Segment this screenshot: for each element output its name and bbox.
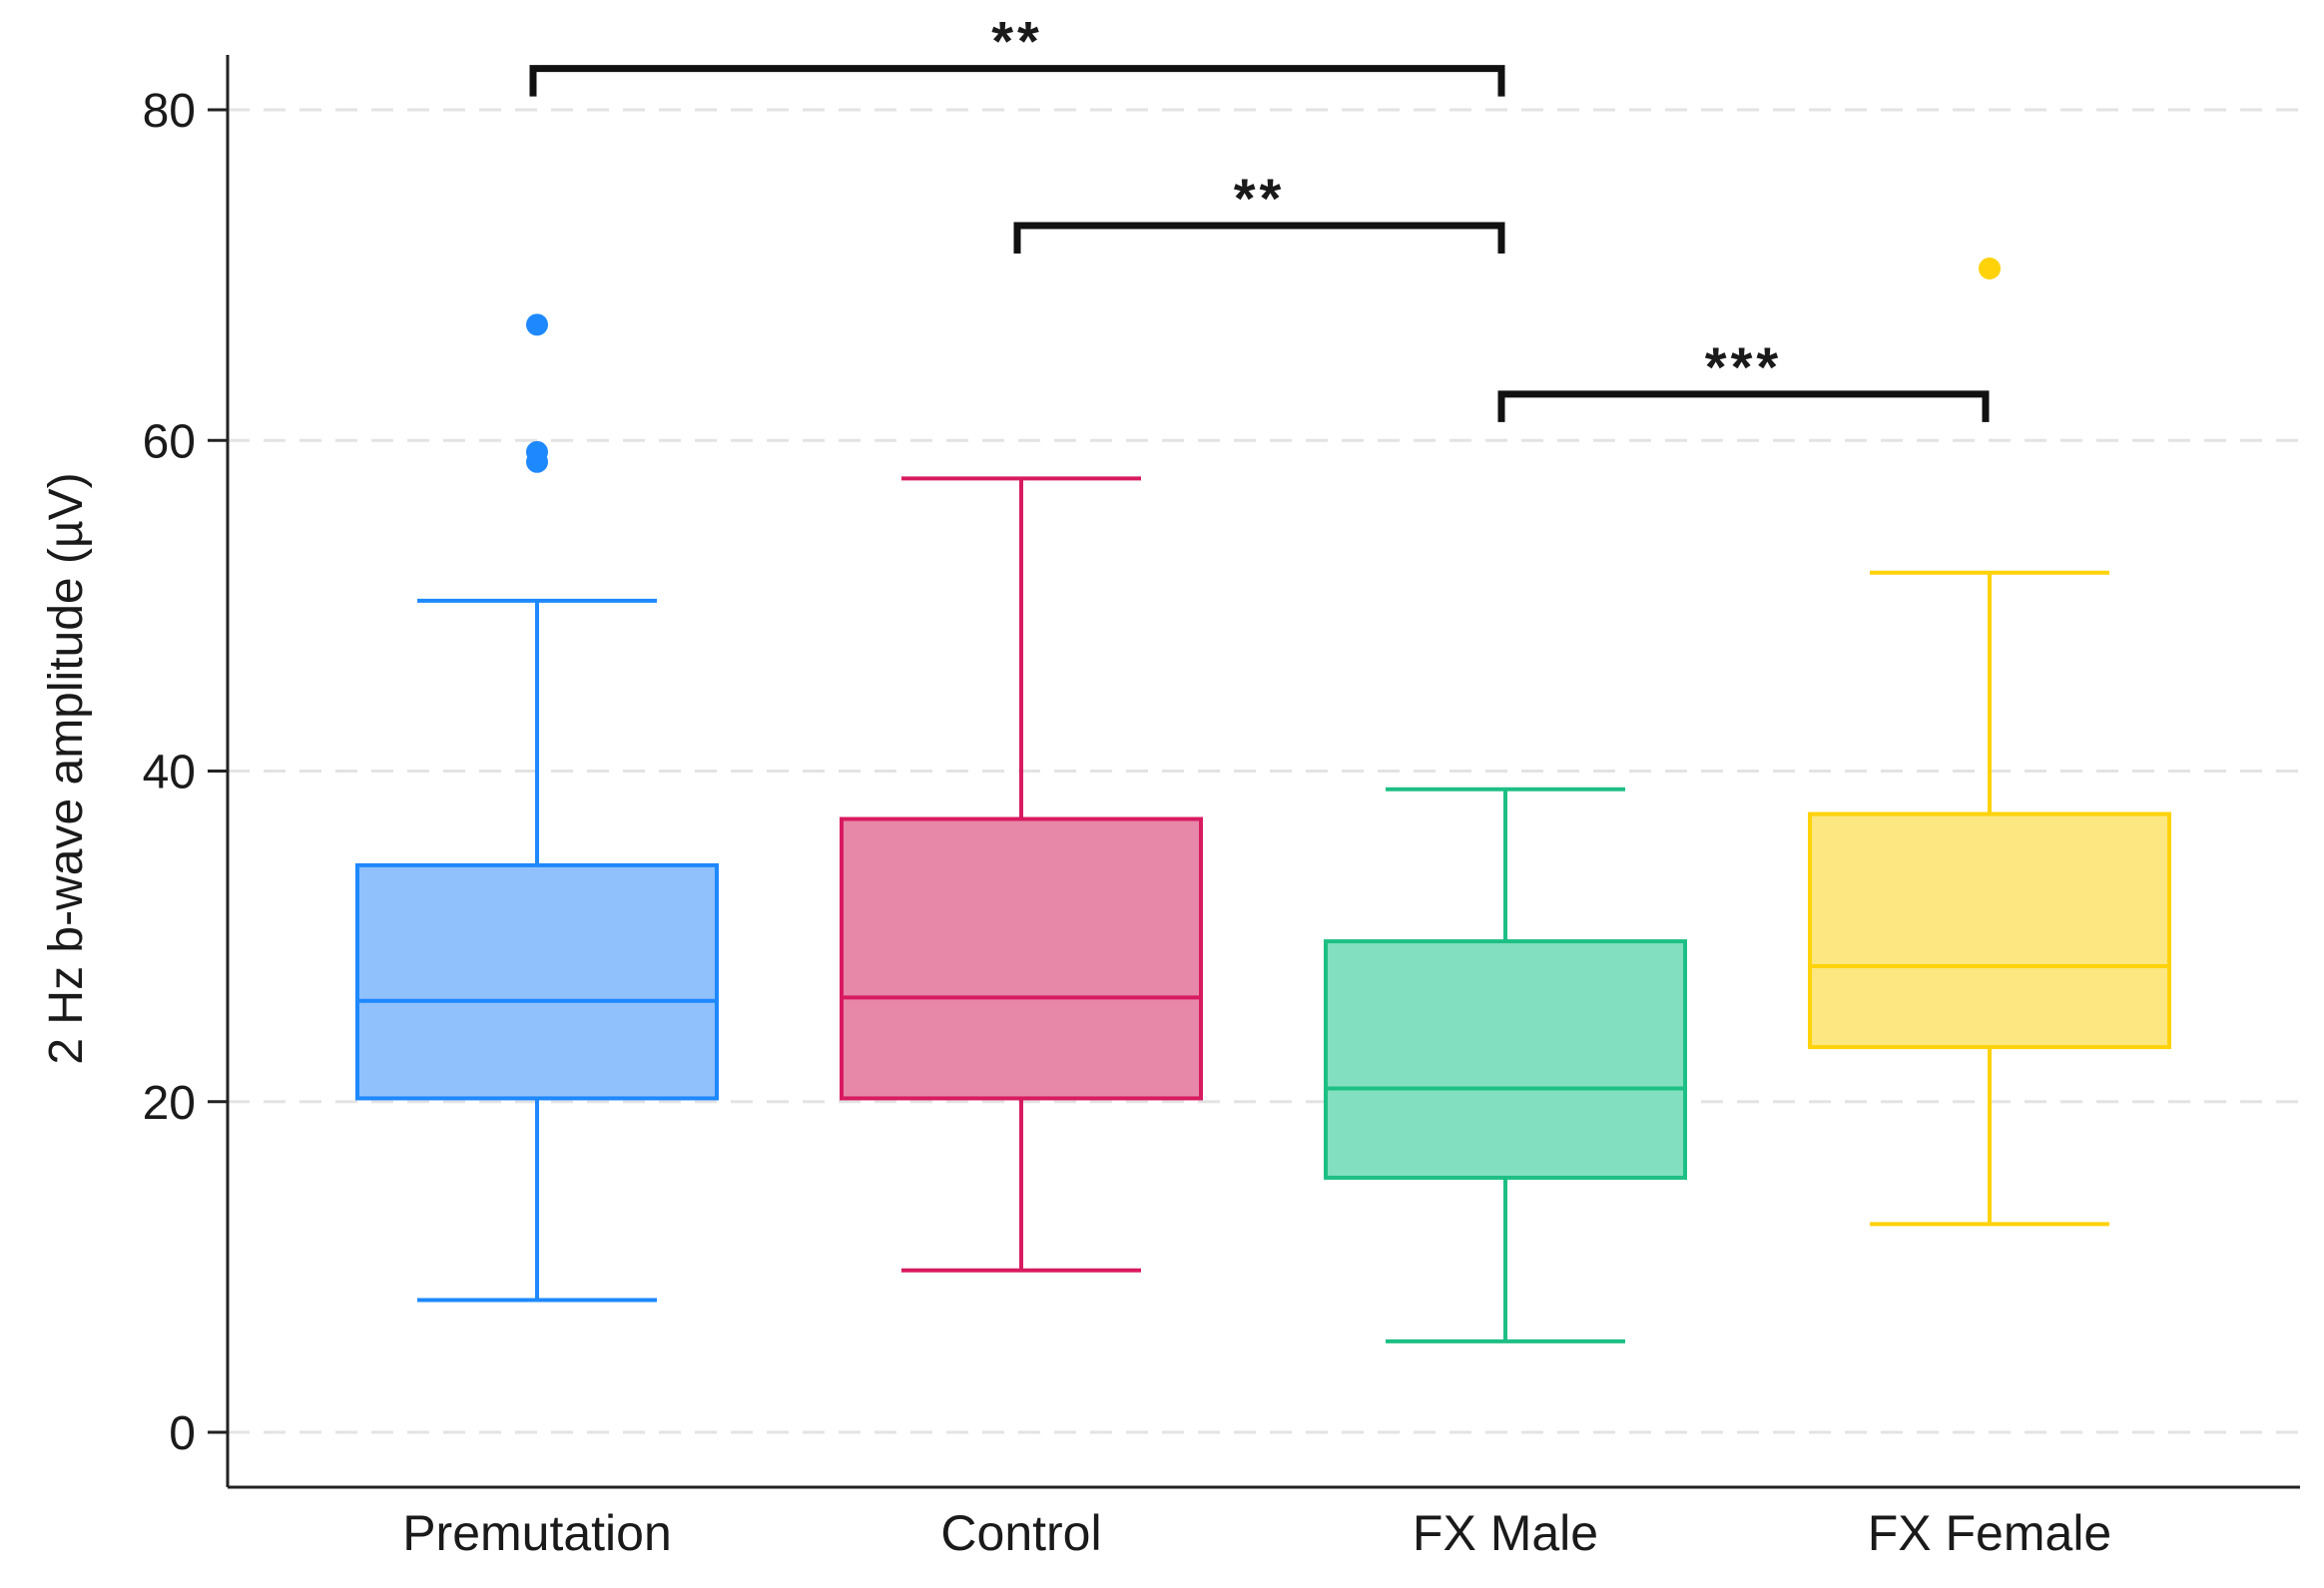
- significance-bracket-2: **: [1013, 167, 1505, 254]
- significance-bracket-3: ***: [1497, 335, 1990, 422]
- boxes-layer: [355, 258, 2171, 1343]
- x-category-label-2: Control: [940, 1505, 1101, 1561]
- y-axis-title: 2 Hz b-wave amplitude (µV): [40, 472, 93, 1064]
- y-tick-label-60: 60: [143, 415, 196, 468]
- significance-layer: *******: [529, 10, 1990, 422]
- box-4: [1808, 258, 2171, 1227]
- y-tick-label-40: 40: [143, 747, 196, 799]
- x-category-label-1: Premutation: [402, 1505, 672, 1561]
- box-2: [840, 476, 1203, 1273]
- bracket-line: [1497, 390, 1990, 422]
- significance-label: **: [991, 10, 1043, 73]
- significance-label: ***: [1705, 335, 1782, 398]
- outlier-point: [526, 440, 548, 463]
- iqr-box: [840, 816, 1203, 1101]
- box-1: [355, 313, 719, 1303]
- box-3: [1324, 787, 1687, 1343]
- y-tick-label-80: 80: [143, 85, 196, 138]
- bracket-line: [1013, 222, 1505, 254]
- outlier-point: [526, 313, 548, 336]
- iqr-box: [1808, 811, 2171, 1050]
- y-tick-label-20: 20: [143, 1077, 196, 1130]
- iqr-box: [1324, 939, 1687, 1180]
- x-category-label-4: FX Female: [1868, 1505, 2112, 1561]
- outlier-point: [1979, 258, 2001, 279]
- y-tick-label-0: 0: [169, 1407, 196, 1460]
- iqr-box: [355, 862, 719, 1101]
- bracket-line: [529, 65, 1505, 97]
- grid-layer: [228, 108, 2300, 1434]
- significance-bracket-1: **: [529, 10, 1505, 97]
- x-category-label-3: FX Male: [1413, 1505, 1598, 1561]
- significance-label: **: [1234, 167, 1286, 230]
